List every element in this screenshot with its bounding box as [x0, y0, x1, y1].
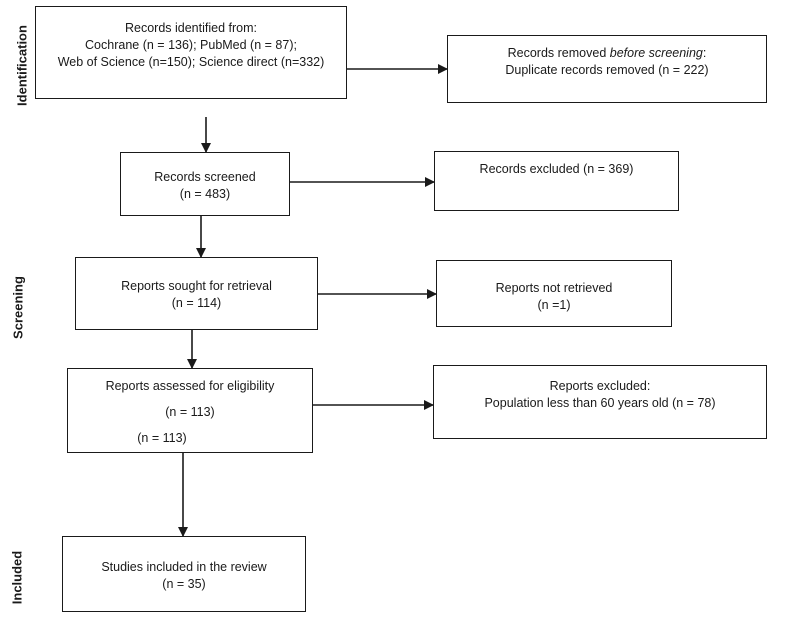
records-excluded-label: Records excluded (n = 369)	[479, 162, 634, 176]
duplicate-records-removed: Duplicate records removed (n = 222)	[505, 63, 709, 77]
reports-excluded-box: Reports excluded: Population less than 6…	[433, 365, 767, 439]
reports-assessed-box: Reports assessed for eligibility (n = 11…	[67, 368, 313, 453]
records-identified-sources-2: Web of Science (n=150); Science direct (…	[57, 55, 325, 69]
records-removed-title: Records removed before screening:	[507, 46, 707, 60]
reports-not-retrieved-box: Reports not retrieved (n =1)	[436, 260, 672, 327]
reports-sought-title: Reports sought for retrieval	[121, 279, 272, 293]
records-screened-title: Records screened	[154, 170, 256, 184]
reports-not-retrieved-count: (n =1)	[537, 298, 571, 312]
reports-sought-count: (n = 114)	[171, 296, 222, 310]
records-screened-box: Records screened (n = 483)	[120, 152, 290, 216]
studies-included-box: Studies included in the review (n = 35)	[62, 536, 306, 612]
reports-excluded-reason: Population less than 60 years old (n = 7…	[484, 396, 716, 410]
studies-included-count: (n = 35)	[162, 577, 206, 591]
reports-sought-box: Reports sought for retrieval (n = 114)	[75, 257, 318, 330]
reports-assessed-count: (n = 113)	[165, 405, 215, 419]
reports-assessed-title: Reports assessed for eligibility	[105, 379, 275, 393]
records-identified-title: Records identified from:	[124, 21, 257, 35]
records-identified-sources-1: Cochrane (n = 136); PubMed (n = 87);	[85, 38, 297, 52]
records-screened-count: (n = 483)	[179, 187, 231, 201]
reports-assessed-count-duplicate: (n = 113)	[137, 431, 187, 445]
records-identified-box: Records identified from: Cochrane (n = 1…	[35, 6, 347, 99]
studies-included-title: Studies included in the review	[101, 560, 267, 574]
reports-excluded-title: Reports excluded:	[549, 379, 651, 393]
records-excluded-box: Records excluded (n = 369)	[434, 151, 679, 211]
records-removed-box: Records removed before screening: Duplic…	[447, 35, 767, 103]
reports-not-retrieved-title: Reports not retrieved	[495, 281, 613, 295]
